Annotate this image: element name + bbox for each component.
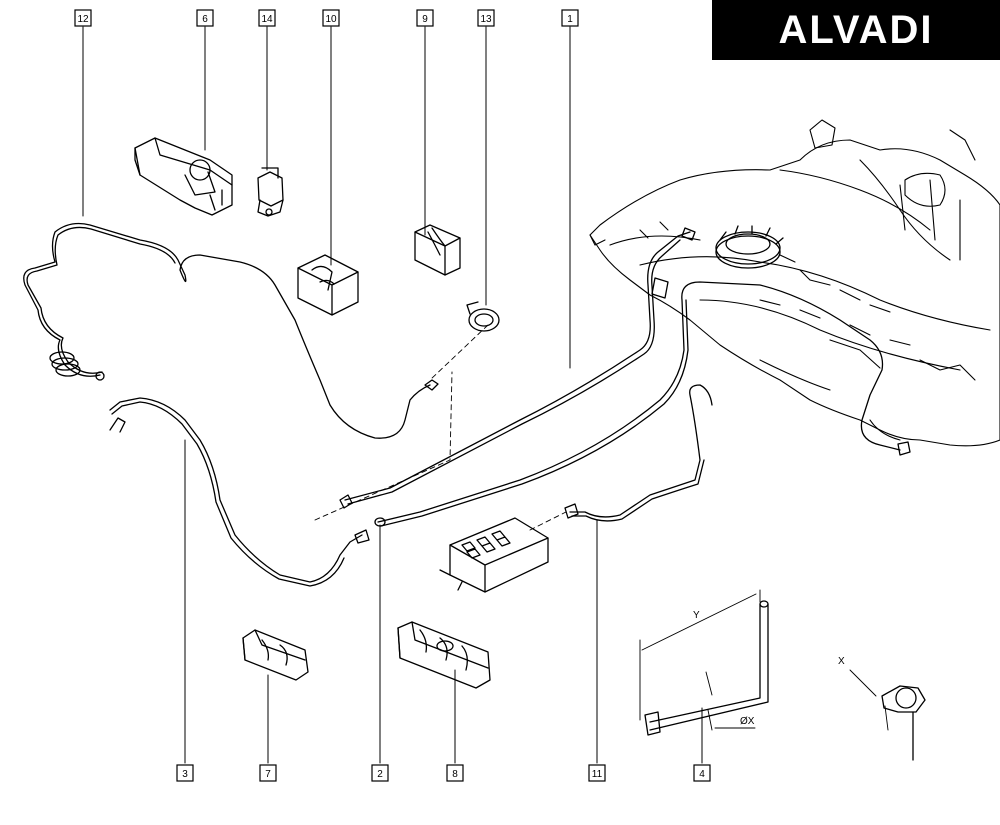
callout-11: 11 (588, 764, 606, 782)
dimension-diameter-label: ØX (740, 716, 755, 727)
callout-label: 9 (422, 14, 428, 25)
callout-box (477, 9, 495, 27)
callout-box (259, 764, 277, 782)
callout-label: 2 (377, 769, 383, 780)
callout-label: 3 (182, 769, 188, 780)
callout-box (176, 764, 194, 782)
callout-box (588, 764, 606, 782)
fuel-tank (589, 119, 1000, 447)
leader-lines (82, 26, 703, 764)
callout-label: 8 (452, 769, 458, 780)
callout-12: 12 (74, 9, 92, 27)
fuel-pump-flange (715, 225, 784, 269)
callout-label: 6 (202, 14, 208, 25)
callout-box (693, 764, 711, 782)
callout-box (446, 764, 464, 782)
pipe-11 (564, 384, 713, 522)
callout-label: 13 (480, 14, 492, 25)
canister (439, 517, 549, 593)
callout-label: 12 (77, 14, 89, 25)
clip-6 (134, 137, 233, 216)
pipe-2 (374, 281, 911, 527)
clip-10 (297, 254, 359, 316)
clamp-13 (466, 301, 500, 332)
callout-1: 1 (561, 9, 579, 27)
clip-14 (257, 167, 284, 217)
callout-8: 8 (446, 764, 464, 782)
clip-7 (242, 629, 309, 681)
callout-4: 4 (693, 764, 711, 782)
callout-label: 1 (567, 14, 573, 25)
callout-box (416, 9, 434, 27)
dimension-length-label: Y (693, 610, 700, 621)
dimension-width-label: X (838, 656, 845, 667)
callout-3: 3 (176, 764, 194, 782)
callout-7: 7 (259, 764, 277, 782)
callout-box (371, 764, 389, 782)
callout-2: 2 (371, 764, 389, 782)
callout-box (196, 9, 214, 27)
clip-8 (397, 621, 491, 689)
callout-label: 7 (265, 769, 271, 780)
callout-box (561, 9, 579, 27)
callout-10: 10 (322, 9, 340, 27)
callout-13: 13 (477, 9, 495, 27)
callout-14: 14 (258, 9, 276, 27)
pipe-4 (644, 600, 769, 736)
callout-label: 10 (325, 14, 337, 25)
callout-label: 14 (261, 14, 273, 25)
callout-6: 6 (196, 9, 214, 27)
callout-box (322, 9, 340, 27)
brand-logo: ALVADI (712, 0, 1000, 60)
callout-9: 9 (416, 9, 434, 27)
callout-label: 4 (699, 769, 705, 780)
guide-lines (314, 324, 567, 531)
pipe-1 (339, 227, 696, 509)
pipe-12 (23, 222, 439, 439)
callout-box (258, 9, 276, 27)
callout-box (74, 9, 92, 27)
dimension-lines (639, 589, 889, 731)
fitting (881, 685, 926, 761)
pipe-3 (109, 397, 370, 587)
clip-9 (414, 224, 461, 276)
callout-label: 11 (592, 769, 603, 780)
